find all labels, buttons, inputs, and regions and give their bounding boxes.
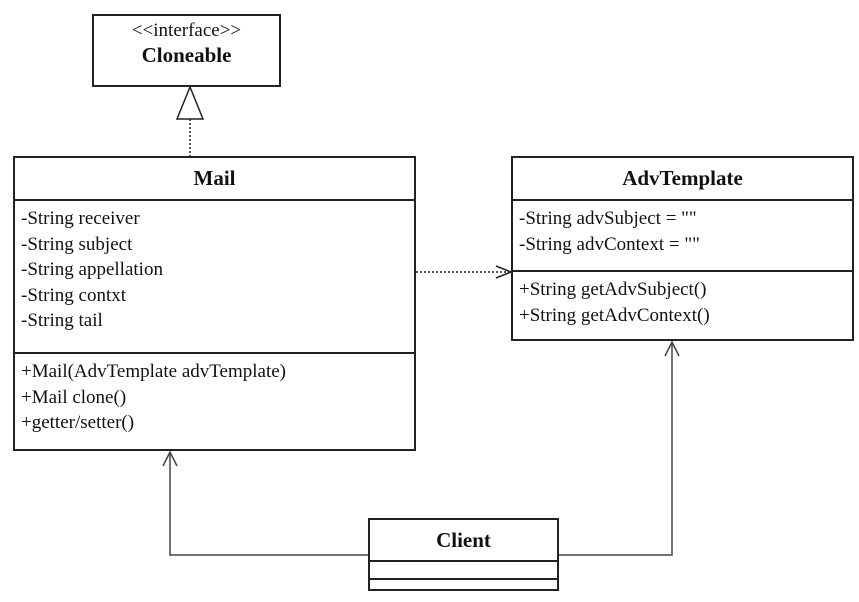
cloneable-interface-box[interactable]: <<interface>> Cloneable: [92, 14, 281, 87]
mail-class-name: Mail: [15, 158, 414, 201]
mail-attribute: -String appellation: [21, 259, 163, 280]
mail-method: +Mail(AdvTemplate advTemplate): [21, 361, 286, 382]
client-advtemplate-association-line: [558, 342, 673, 556]
advtemplate-attribute: -String advSubject = "": [519, 208, 697, 229]
client-class-box[interactable]: Client: [368, 518, 559, 591]
mail-class-box[interactable]: Mail -String receiver -String subject -S…: [13, 156, 416, 451]
client-advtemplate-arrowhead-icon: [664, 340, 680, 357]
mail-method: +getter/setter(): [21, 412, 135, 433]
client-mail-arrowhead-icon: [162, 450, 178, 467]
cloneable-stereotype: <<interface>>: [131, 20, 242, 41]
realization-arrowhead-icon: [175, 85, 205, 120]
advtemplate-attribute: -String advContext = "": [519, 233, 700, 255]
client-mail-association-line: [169, 452, 369, 556]
client-attributes: [370, 562, 557, 580]
client-class-name: Client: [370, 520, 557, 562]
advtemplate-method: +String getAdvSubject(): [519, 279, 707, 300]
mail-attribute: -String tail: [21, 310, 103, 331]
advtemplate-methods: +String getAdvSubject() +String getAdvCo…: [513, 272, 852, 328]
advtemplate-class-name: AdvTemplate: [513, 158, 852, 201]
mail-attribute: -String subject: [21, 233, 133, 255]
mail-method: +Mail clone(): [21, 386, 127, 408]
mail-attribute: -String receiver: [21, 208, 140, 229]
cloneable-name: Cloneable: [141, 43, 232, 67]
advtemplate-method: +String getAdvContext(): [519, 304, 710, 326]
advtemplate-attributes: -String advSubject = "" -String advConte…: [513, 201, 852, 272]
mail-methods: +Mail(AdvTemplate advTemplate) +Mail clo…: [15, 354, 414, 436]
mail-attribute: -String contxt: [21, 284, 127, 306]
advtemplate-class-box[interactable]: AdvTemplate -String advSubject = "" -Str…: [511, 156, 854, 341]
mail-attributes: -String receiver -String subject -String…: [15, 201, 414, 354]
